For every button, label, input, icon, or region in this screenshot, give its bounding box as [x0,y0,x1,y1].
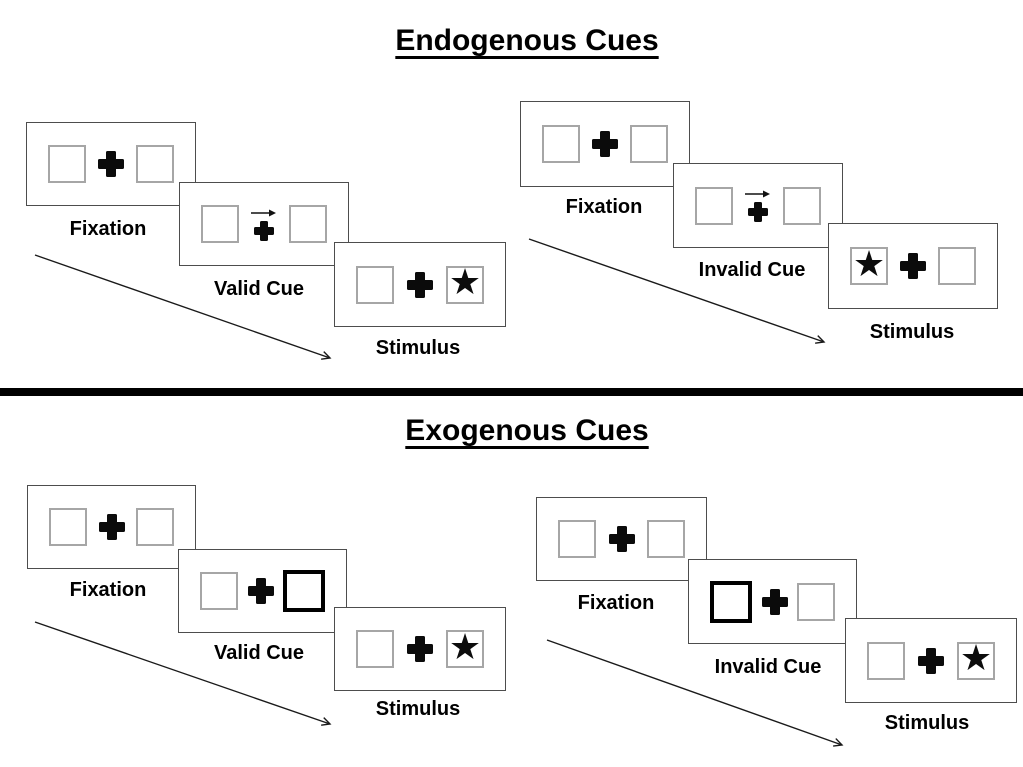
step-label-valid-cue: Valid Cue [213,278,305,300]
central-cue [251,208,277,241]
valid-cue-panel [178,549,347,633]
fixation-cross-icon [407,636,433,662]
placeholder-box-left [200,572,238,610]
cue-arrow-icon [251,209,276,216]
placeholder-box-left [542,125,580,163]
placeholder-box-left [356,630,394,668]
placeholder-box-right [289,205,327,243]
step-label-invalid-cue: Invalid Cue [698,259,806,281]
placeholder-box-right [647,520,685,558]
step-label-fixation: Fixation [69,218,147,240]
cue-arrow-icon [745,190,770,198]
sequence-arrow-exogenous-invalid [546,639,844,747]
sequence-arrow-endogenous-valid [34,254,332,360]
section-title-exogenous: Exogenous Cues [405,414,649,447]
fixation-cross-icon [761,588,788,615]
placeholder-box-left [201,205,239,243]
highlighted-cue-box-left [710,580,752,623]
fixation-cross-icon [254,220,274,241]
target-box-right: ★ [446,262,484,304]
target-box-left: ★ [850,243,888,285]
star-icon: ★ [448,262,482,303]
step-label-fixation: Fixation [565,196,643,218]
sequence-arrow-endogenous-invalid [528,238,826,344]
step-label-stimulus: Stimulus [375,698,461,720]
stimulus-panel: ★ [828,223,998,309]
fixation-cross-icon [608,526,635,552]
placeholder-box-right [136,508,174,546]
step-label-stimulus: Stimulus [884,712,970,734]
placeholder-box-right [797,582,835,621]
stimulus-panel: ★ [845,618,1017,703]
fixation-panel [27,485,196,569]
fixation-cross-icon [247,578,274,604]
central-cue [745,189,771,222]
step-label-fixation: Fixation [577,592,655,614]
step-label-stimulus: Stimulus [375,337,461,359]
sequence-arrow-exogenous-valid [34,621,332,726]
fixation-cross-icon [918,647,944,674]
stimulus-panel: ★ [334,607,506,691]
valid-cue-panel [179,182,349,266]
placeholder-box-right [783,186,821,225]
step-label-invalid-cue: Invalid Cue [714,656,822,678]
fixation-panel [520,101,690,187]
placeholder-box-left [695,186,733,225]
step-label-fixation: Fixation [69,579,147,601]
section-divider [0,388,1023,396]
placeholder-box-left [49,508,87,546]
fixation-cross-icon [900,253,926,279]
invalid-cue-panel [673,163,843,248]
placeholder-box-left [356,265,394,304]
placeholder-box-right [630,125,668,163]
target-box-right: ★ [957,638,995,680]
fixation-cross-icon [98,514,125,540]
placeholder-box-left [48,145,86,183]
fixation-cross-icon [98,151,124,177]
step-label-stimulus: Stimulus [869,321,955,343]
star-icon: ★ [448,626,482,668]
placeholder-box-right [136,145,174,183]
placeholder-box-left [558,520,596,558]
fixation-cross-icon [407,271,433,298]
star-icon: ★ [959,638,993,679]
fixation-cross-icon [748,202,768,222]
fixation-panel [26,122,196,206]
highlighted-cue-box-right [283,570,325,612]
target-box-right: ★ [446,626,484,668]
fixation-panel [536,497,707,581]
invalid-cue-panel [688,559,857,644]
placeholder-box-left [867,641,905,680]
fixation-cross-icon [592,131,618,157]
step-label-valid-cue: Valid Cue [213,642,305,664]
section-title-endogenous: Endogenous Cues [395,24,659,57]
star-icon: ★ [852,243,886,285]
placeholder-box-right [938,247,976,285]
stimulus-panel: ★ [334,242,506,327]
